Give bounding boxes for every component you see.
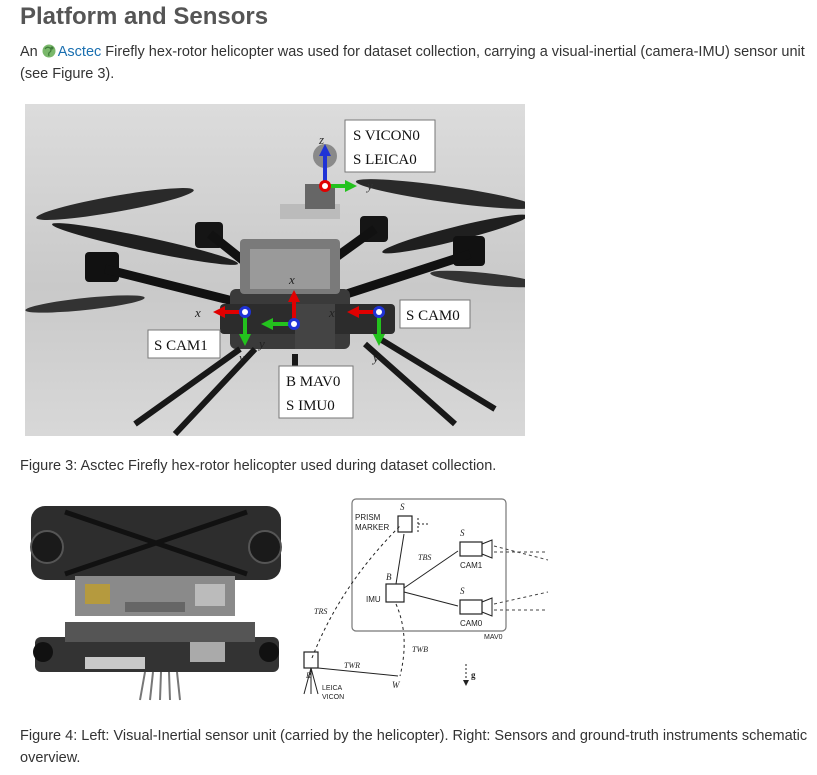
imu-x-label: x [288, 272, 295, 287]
prism-s-label: S [400, 502, 405, 512]
cam0-schematic-label: CAM0 [460, 619, 483, 628]
helicopter-photo: z y S VICON0 S LEICA0 x y x y x y S CAM0… [25, 104, 525, 436]
vicon-z-label: z [318, 132, 324, 147]
section-title: Platform and Sensors [20, 3, 269, 30]
prism-label-1: PRISM [355, 513, 381, 522]
prism-label-2: MARKER [355, 523, 389, 532]
globe-icon [42, 44, 56, 58]
cam0-y-label: y [371, 350, 379, 365]
cam1-s-label: S [460, 528, 465, 538]
vicon-y-label: y [365, 178, 373, 193]
imu-label: S IMU0 [286, 398, 335, 414]
gravity-label: g [471, 670, 476, 680]
world-w-label: W [392, 680, 401, 690]
mav-label: B MAV0 [286, 374, 340, 390]
imu-b-label: B [386, 572, 392, 582]
tbs-label: TBS [418, 553, 431, 562]
cam1-x-label: x [194, 305, 201, 320]
intro-suffix: Firefly hex-rotor helicopter was used fo… [20, 44, 805, 82]
leica-schematic-label: LEICA [322, 685, 343, 692]
cam1-y-label: y [237, 350, 245, 365]
leica-r-label: R [305, 671, 311, 680]
asctec-link[interactable]: Asctec [57, 44, 102, 60]
vicon-schematic-label: VICON [322, 694, 344, 701]
figure3-caption: Figure 3: Asctec Firefly hex-rotor helic… [20, 458, 497, 474]
mav-schematic-label: MAV0 [484, 634, 503, 641]
figure4-caption: Figure 4: Left: Visual-Inertial sensor u… [20, 728, 808, 766]
leica-label: S LEICA0 [353, 152, 417, 168]
sensor-schematic: PRISM MARKER S IMU B S CAM1 S CAM0 MAV0 … [303, 498, 549, 701]
intro-paragraph: An Asctec Firefly hex-rotor helicopter w… [20, 41, 810, 85]
cam1-schematic-label: CAM1 [460, 561, 483, 570]
imu-y-label: y [257, 336, 265, 351]
cam0-x-label: x [328, 305, 335, 320]
twb-label: TWB [412, 645, 428, 654]
cam1-label: S CAM1 [154, 338, 208, 354]
cam0-label: S CAM0 [406, 308, 460, 324]
cam0-s-label: S [460, 586, 465, 596]
trs-label: TRS [314, 607, 327, 616]
imu-schematic-label: IMU [366, 595, 381, 604]
twr-label: TWR [344, 661, 360, 670]
sensor-unit-photo [25, 492, 287, 704]
vicon-label: S VICON0 [353, 128, 420, 144]
intro-prefix: An [20, 44, 42, 60]
